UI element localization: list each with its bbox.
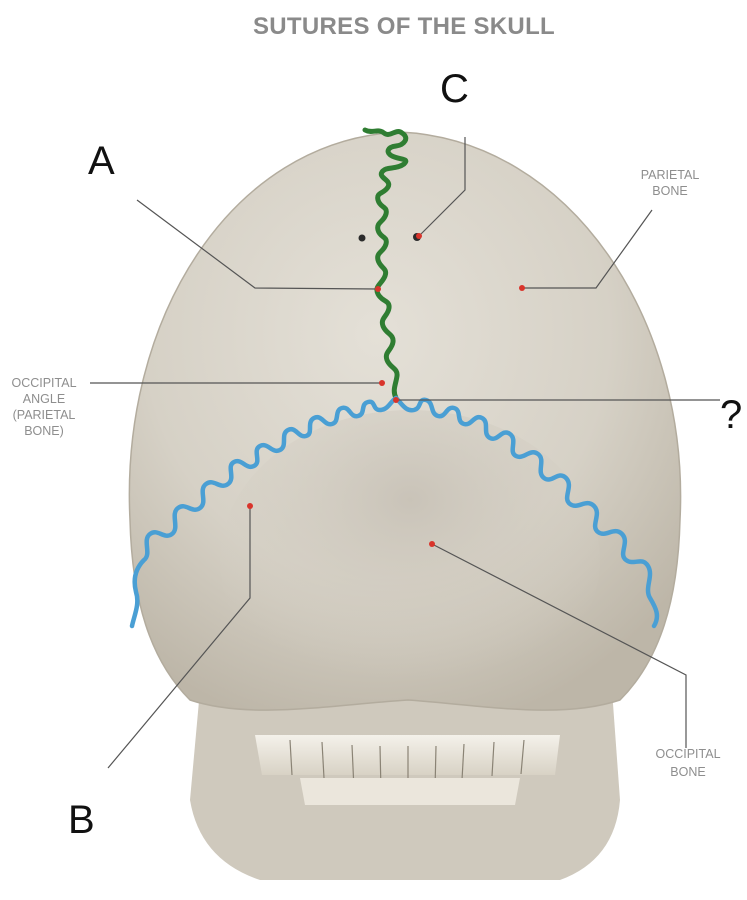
- marker-b: [247, 503, 253, 509]
- label-occipital-angle-line4: BONE): [24, 424, 64, 438]
- parietal-foramen-left: [358, 234, 366, 242]
- marker-occipital-bone: [429, 541, 435, 547]
- marker-dots: [247, 233, 525, 547]
- marker-a: [375, 286, 381, 292]
- leader-a: [136, 199, 378, 290]
- label-question: ?: [720, 393, 742, 437]
- leader-parietal: [522, 209, 653, 289]
- marker-question: [393, 397, 399, 403]
- label-parietal-line2: BONE: [652, 184, 687, 198]
- leader-occipital-bone: [431, 543, 687, 748]
- label-occipital-bone-line1: OCCIPITAL: [655, 747, 720, 761]
- label-occipital-bone-line2: BONE: [670, 765, 705, 779]
- occipital-shading: [220, 410, 600, 710]
- skull-illustration: [128, 131, 682, 880]
- label-parietal-line1: PARIETAL: [641, 168, 700, 182]
- label-a: A: [88, 139, 115, 183]
- marker-c: [416, 233, 422, 239]
- leader-c: [418, 137, 466, 237]
- label-occipital-angle-line1: OCCIPITAL: [11, 376, 76, 390]
- marker-occipital-angle: [379, 380, 385, 386]
- label-occipital-angle-line3: (PARIETAL: [13, 408, 76, 422]
- label-parietal-bone: PARIETAL BONE: [641, 168, 700, 198]
- diagram-title: SUTURES OF THE SKULL: [253, 13, 555, 40]
- label-b: B: [68, 798, 95, 842]
- label-occipital-bone: OCCIPITAL BONE: [655, 747, 720, 779]
- lambdoid-suture-left: [129, 395, 399, 629]
- sagittal-suture: [362, 127, 409, 401]
- leader-lines: [90, 137, 720, 769]
- marker-parietal: [519, 285, 525, 291]
- lower-teeth: [300, 778, 520, 805]
- label-occipital-angle-line2: ANGLE: [23, 392, 65, 406]
- label-occipital-angle: OCCIPITAL ANGLE (PARIETAL BONE): [11, 376, 76, 438]
- leader-b: [107, 507, 251, 769]
- lambdoid-suture-right: [393, 395, 660, 629]
- label-c: C: [440, 67, 469, 111]
